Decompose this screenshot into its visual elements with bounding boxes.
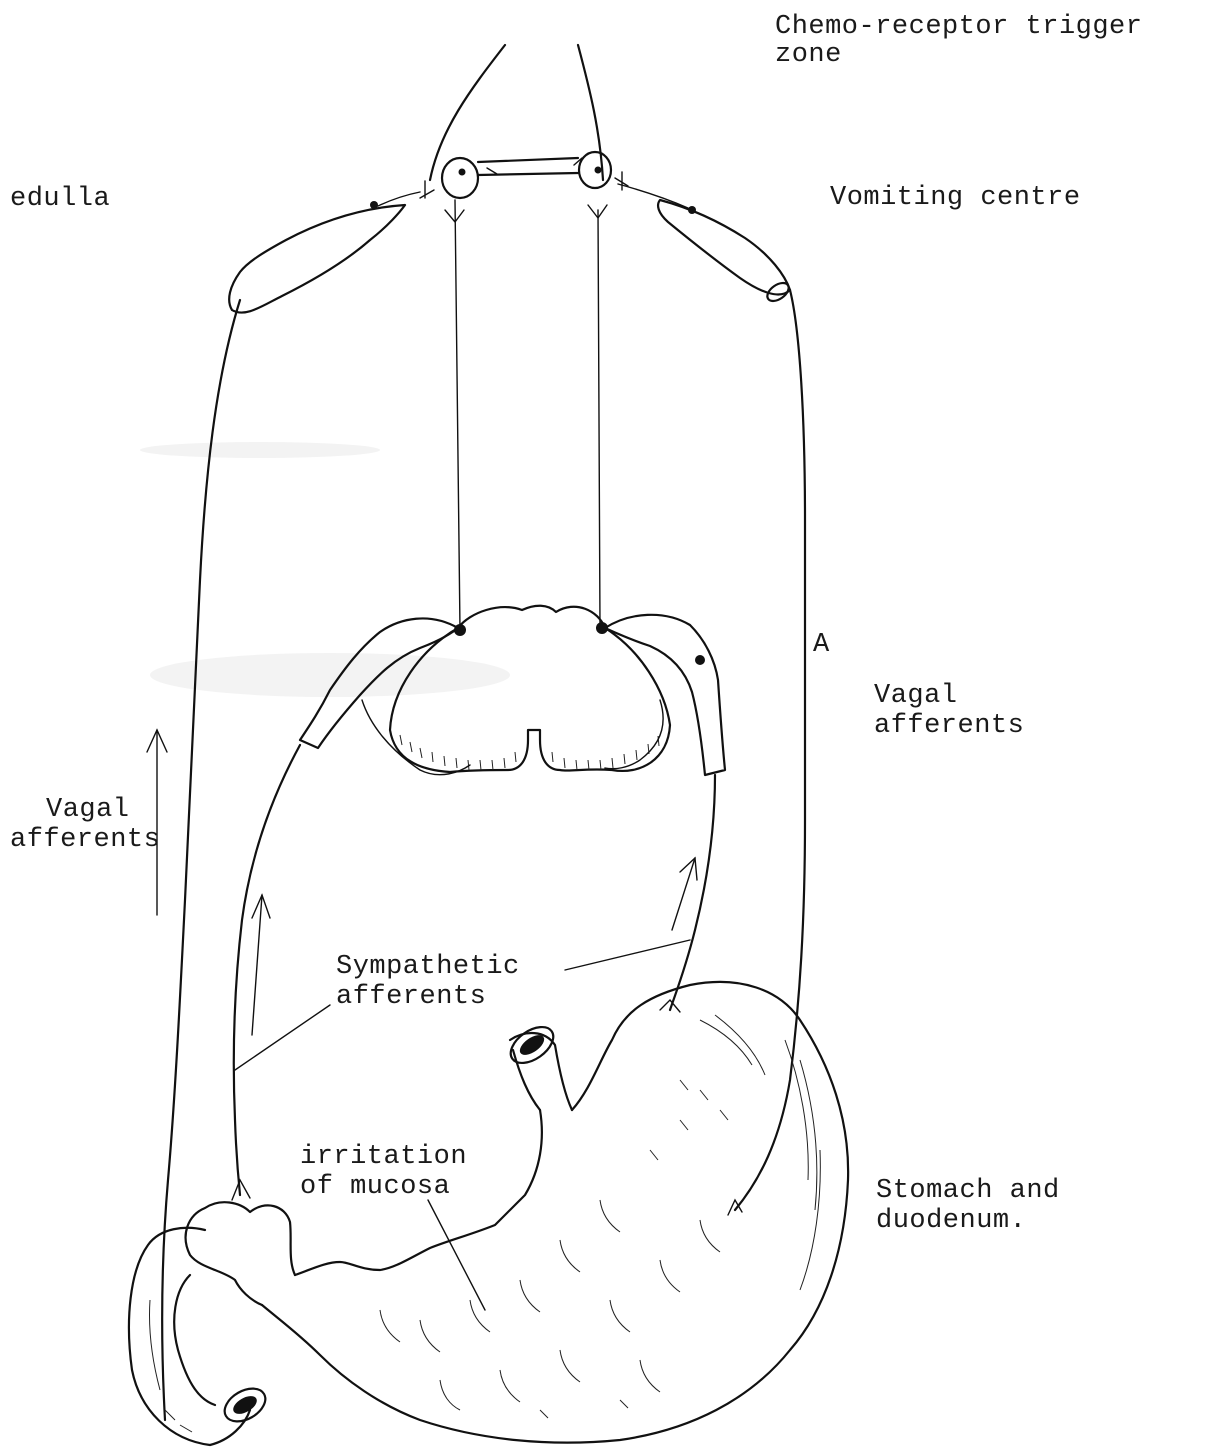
medulla-label: edulla (10, 184, 110, 214)
stomach-texture (149, 1015, 820, 1432)
ctz-label-line1: Chemo-receptor trigger (775, 12, 1142, 42)
vagal-left-label-line2: afferents (10, 825, 160, 855)
spinal-cord (300, 606, 725, 775)
vagal-right-label-line2: afferents (874, 711, 1024, 741)
stomach-label-line2: duodenum. (876, 1206, 1026, 1236)
vagal-left-label-line1: Vagal (46, 795, 130, 825)
sympathetic-label-line1: Sympathetic (336, 952, 520, 982)
ctz-connector (478, 158, 578, 175)
sympathetic-afferent-left (234, 745, 300, 1195)
descending-tracts (445, 200, 607, 630)
vomiting-centre-left (229, 205, 405, 313)
vagal-left-arrow (147, 730, 167, 915)
stomach-and-duodenum (129, 982, 848, 1445)
ctz-cell-right (579, 152, 611, 188)
sympathetic-label-line2: afferents (336, 982, 486, 1012)
irritation-label-line1: irritation (300, 1142, 467, 1172)
sympathetic-right-arrow (672, 858, 697, 930)
vomiting-centre-label: Vomiting centre (830, 183, 1081, 213)
sympathetic-left-arrow (252, 895, 270, 1035)
irritation-label-line2: of mucosa (300, 1172, 450, 1202)
sympathetic-afferent-right (670, 775, 715, 1010)
dorsal-root-right (605, 615, 725, 775)
ctz-label-line2: zone (775, 40, 842, 70)
medulla-structure (229, 45, 792, 313)
vomiting-centre-right (658, 200, 790, 294)
stomach-label-line1: Stomach and (876, 1176, 1060, 1206)
spinal-cord-hatching (400, 735, 659, 770)
duodenal-bulb (186, 1202, 295, 1305)
vagal-right-label-line1: Vagal (874, 681, 958, 711)
ctz-cell-left (442, 158, 478, 198)
vagal-afferent-left-fibre (162, 300, 240, 1420)
vagal-afferent-right-fibre (735, 290, 805, 1210)
duodenum (129, 1228, 250, 1445)
marker-a-label: A (813, 630, 830, 660)
